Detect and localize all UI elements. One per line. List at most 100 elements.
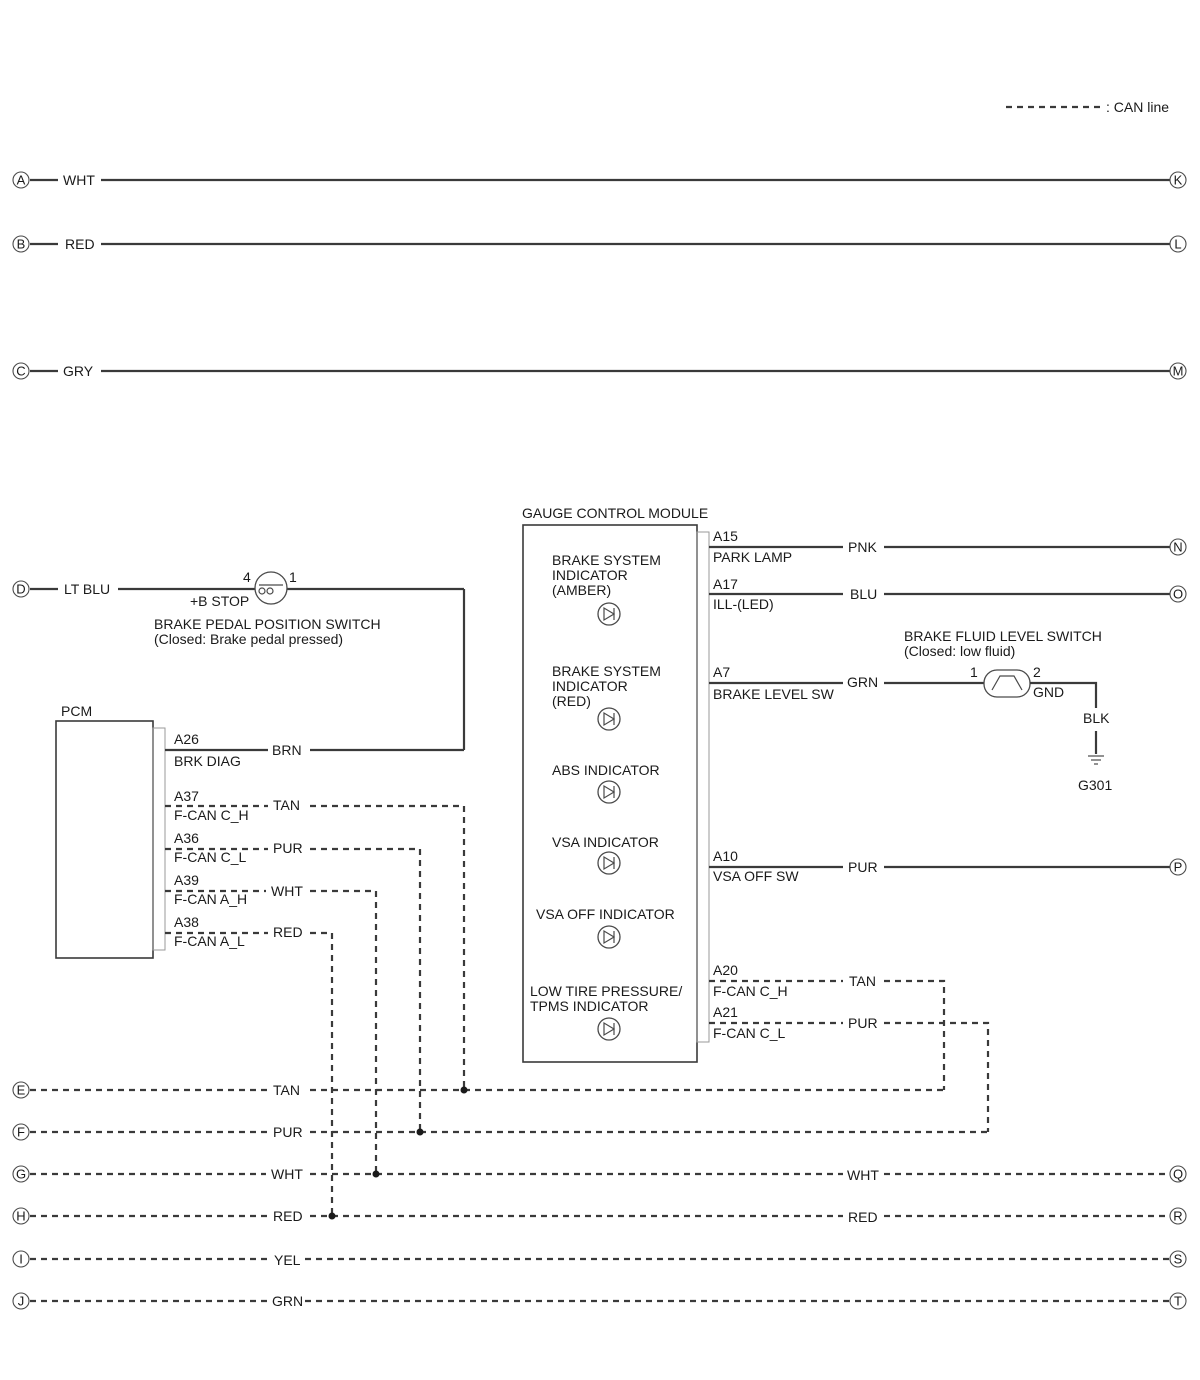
wire-label: PNK: [848, 539, 877, 555]
svg-text:BRAKE SYSTEM: BRAKE SYSTEM: [552, 663, 661, 679]
terminal-b: B: [17, 237, 26, 252]
pcm-pin-name: BRK DIAG: [174, 753, 241, 769]
pcm-box: [55, 720, 154, 959]
terminals-right: K L M N O P Q R S T: [1169, 171, 1187, 1310]
gcm-title: GAUGE CONTROL MODULE: [522, 505, 708, 521]
wire-label: BLU: [850, 586, 877, 602]
gcm-pin-id: A17: [713, 576, 738, 592]
terminal-k: K: [1174, 173, 1183, 188]
wire-label: YEL: [274, 1252, 301, 1268]
switch-pin-label: +B STOP: [190, 593, 249, 609]
bus-h: RED RED: [30, 1208, 1170, 1225]
terminal-c: C: [16, 364, 25, 379]
fluid-switch-pin-2: 2: [1033, 664, 1041, 680]
wire-label: GRN: [272, 1293, 303, 1309]
svg-text:(RED): (RED): [552, 693, 591, 709]
wire-label: PUR: [848, 1015, 878, 1031]
terminal-l: L: [1174, 237, 1181, 252]
indicator-brake-red: BRAKE SYSTEM INDICATOR (RED): [552, 663, 661, 731]
fluid-switch-body: [983, 669, 1031, 698]
wire-d: LT BLU: [30, 581, 466, 752]
bus-i: YEL: [30, 1252, 1170, 1268]
brake-pedal-position-switch: 4 1 +B STOP BRAKE PEDAL POSITION SWITCH …: [154, 569, 381, 647]
wire-label: RED: [273, 924, 303, 940]
pcm-pin-name: F-CAN A_H: [174, 891, 247, 907]
gcm-pin-name: ILL-(LED): [713, 596, 774, 612]
pcm-pin-name: F-CAN C_H: [174, 807, 249, 823]
led-icon: [597, 707, 621, 731]
splice-point: [460, 1086, 468, 1094]
wire-label: BLK: [1083, 710, 1110, 726]
wire-label: RED: [848, 1209, 878, 1225]
svg-text:TPMS INDICATOR: TPMS INDICATOR: [530, 998, 649, 1014]
wire-label: WHT: [271, 883, 303, 899]
svg-text:(AMBER): (AMBER): [552, 582, 611, 598]
pcm-pin-id: A38: [174, 914, 199, 930]
svg-text:VSA INDICATOR: VSA INDICATOR: [552, 834, 659, 850]
svg-text:LOW TIRE PRESSURE/: LOW TIRE PRESSURE/: [530, 983, 682, 999]
wire-label: RED: [273, 1208, 303, 1224]
wire-label: PUR: [273, 1124, 303, 1140]
fluid-switch-title: BRAKE FLUID LEVEL SWITCH: [904, 628, 1102, 644]
gcm-pin-id: A21: [713, 1004, 738, 1020]
terminal-d: D: [16, 582, 25, 597]
terminal-g: G: [16, 1167, 26, 1182]
terminal-s: S: [1174, 1252, 1183, 1267]
wire-label: BRN: [272, 742, 302, 758]
terminal-p: P: [1174, 860, 1183, 875]
terminal-q: Q: [1173, 1167, 1183, 1182]
wire-b: RED: [30, 236, 1170, 252]
indicator-brake-amber: BRAKE SYSTEM INDICATOR (AMBER): [552, 552, 661, 626]
wire-a: WHT: [30, 172, 1170, 188]
led-icon: [597, 780, 621, 804]
wire-label: PUR: [848, 859, 878, 875]
terminal-h: H: [16, 1209, 25, 1224]
splice-point: [416, 1128, 424, 1136]
led-icon: [597, 1017, 621, 1041]
wire-label: PUR: [273, 840, 303, 856]
terminal-e: E: [17, 1083, 26, 1098]
switch-title: BRAKE PEDAL POSITION SWITCH: [154, 616, 381, 632]
indicator-abs: ABS INDICATOR: [552, 762, 660, 804]
brake-fluid-level-switch: BRAKE FLUID LEVEL SWITCH (Closed: low fl…: [904, 628, 1110, 754]
pcm-pin-id: A37: [174, 788, 199, 804]
led-icon: [597, 602, 621, 626]
terminal-m: M: [1173, 364, 1184, 379]
indicator-vsa-off: VSA OFF INDICATOR: [536, 906, 675, 949]
pcm-wires: BRN TAN PUR WHT RED: [165, 742, 466, 1216]
splice-point: [372, 1170, 380, 1178]
svg-text:BRAKE SYSTEM: BRAKE SYSTEM: [552, 552, 661, 568]
gcm-pin-id: A7: [713, 664, 730, 680]
svg-text:VSA OFF INDICATOR: VSA OFF INDICATOR: [536, 906, 675, 922]
pcm-pin-id: A39: [174, 872, 199, 888]
svg-text:INDICATOR: INDICATOR: [552, 678, 628, 694]
gcm-pin-name: PARK LAMP: [713, 549, 792, 565]
terminal-j: J: [18, 1294, 25, 1309]
fluid-switch-gnd: GND: [1033, 684, 1064, 700]
switch-pin-1: 1: [289, 569, 297, 585]
pcm-pin-id: A26: [174, 731, 199, 747]
wire-label-d: LT BLU: [64, 581, 110, 597]
indicator-tpms: LOW TIRE PRESSURE/ TPMS INDICATOR: [530, 983, 682, 1041]
svg-text:ABS INDICATOR: ABS INDICATOR: [552, 762, 660, 778]
terminal-i: I: [19, 1252, 23, 1267]
wire-label: WHT: [847, 1167, 879, 1183]
bus-g: WHT WHT: [30, 1166, 1170, 1183]
gcm-pin-id: A10: [713, 848, 738, 864]
wire-label: GRN: [847, 674, 878, 690]
pcm-title: PCM: [61, 703, 92, 719]
wire-label: WHT: [271, 1166, 303, 1182]
terminal-r: R: [1173, 1209, 1182, 1224]
svg-text:INDICATOR: INDICATOR: [552, 567, 628, 583]
legend-label: : CAN line: [1106, 99, 1169, 115]
wire-label: TAN: [849, 973, 876, 989]
terminal-f: F: [17, 1125, 25, 1140]
gcm-wires: PNK BLU GRN PUR TAN PUR: [709, 539, 1170, 1132]
switch-pin-4: 4: [243, 569, 251, 585]
pcm-pin-name: F-CAN C_L: [174, 849, 247, 865]
terminal-t: T: [1174, 1294, 1182, 1309]
terminal-o: O: [1173, 587, 1183, 602]
bus-f: PUR: [30, 1124, 988, 1140]
wire-c: GRY: [30, 363, 1170, 379]
